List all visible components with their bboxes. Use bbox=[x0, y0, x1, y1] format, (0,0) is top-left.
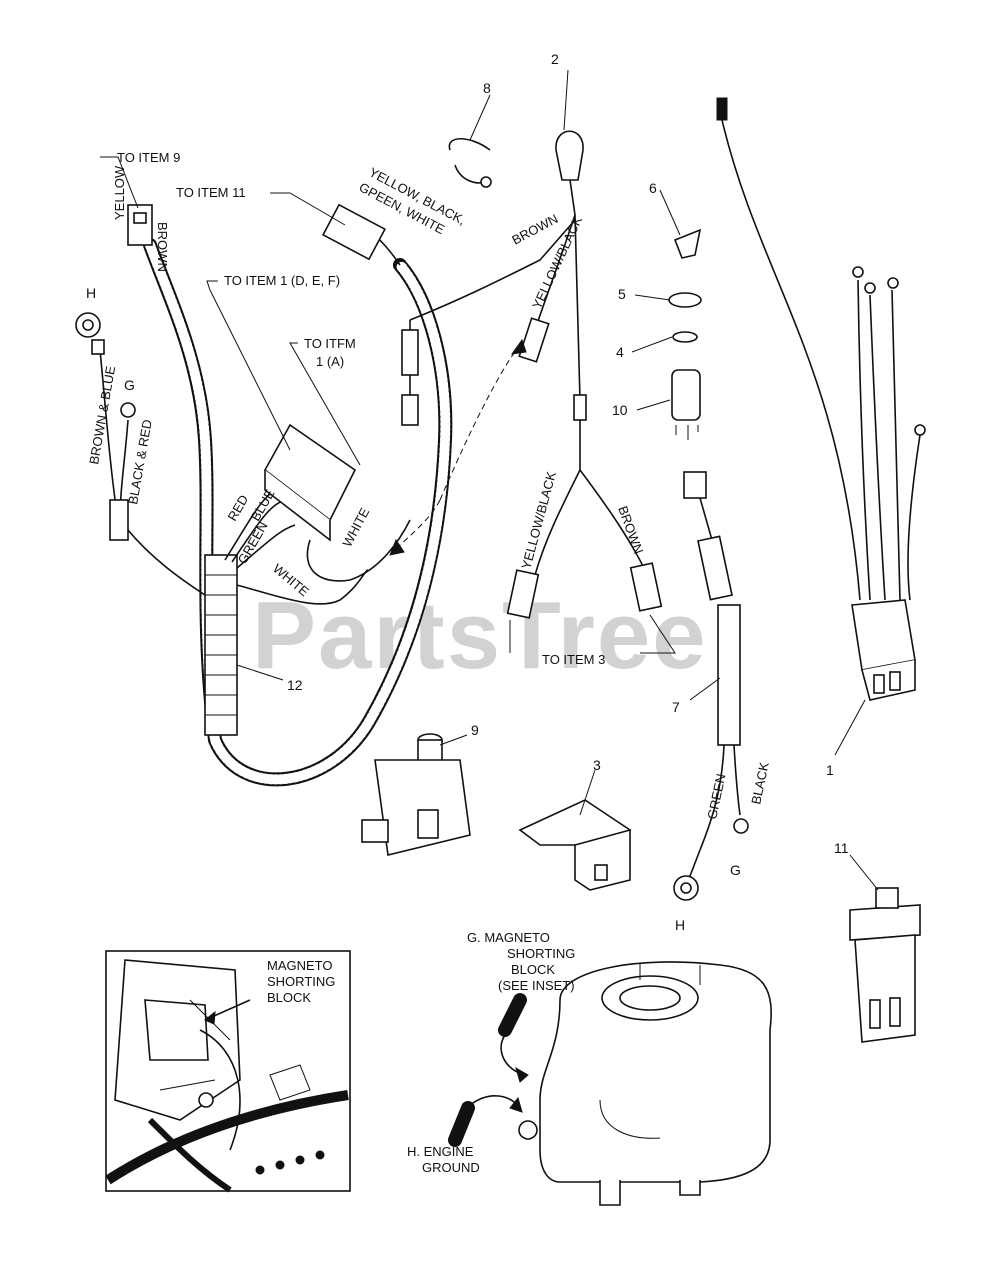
terminal-g-right: G bbox=[730, 862, 741, 878]
engine-labels: G. MAGNETO SHORTING BLOCK (SEE INSET) H.… bbox=[407, 930, 575, 1175]
wire-label-green-7: GREEN bbox=[704, 772, 728, 820]
ref-to-item-3: TO ITEM 3 bbox=[542, 652, 605, 667]
item-1-harness bbox=[716, 97, 926, 701]
inset-magneto-l1: MAGNETO bbox=[267, 958, 333, 973]
item-11-switch bbox=[849, 887, 921, 1043]
watermark: PartsTree bbox=[252, 582, 708, 689]
callout-6: 6 bbox=[649, 180, 657, 196]
ref-to-item-1a-line1: TO ITFM bbox=[304, 336, 356, 351]
reference-labels: TO ITEM 9 TO ITEM 11 TO ITEM 1 (D, E, F)… bbox=[117, 150, 605, 667]
engine-block bbox=[448, 961, 772, 1206]
wire-label-brown: BROWN bbox=[155, 222, 170, 272]
engine-g-l3: BLOCK bbox=[511, 962, 555, 977]
wire-label-blue: BLUE bbox=[248, 486, 278, 523]
callout-12: 12 bbox=[287, 677, 303, 693]
inset-magneto-view bbox=[105, 950, 351, 1193]
wire-label-white-1: WHITE bbox=[339, 505, 372, 549]
inset-magneto-l2: SHORTING bbox=[267, 974, 335, 989]
inset-labels: MAGNETO SHORTING BLOCK bbox=[267, 958, 335, 1005]
wire-label-black-red: BLACK & RED bbox=[125, 418, 155, 505]
ignition-key-stack bbox=[668, 228, 702, 440]
callout-10: 10 bbox=[612, 402, 628, 418]
item-8-clip bbox=[448, 138, 492, 188]
terminal-h-right: H bbox=[675, 917, 685, 933]
wire-label-brown-low: BROWN bbox=[615, 504, 646, 556]
item-3-bracket bbox=[518, 799, 632, 891]
wire-harness-12 bbox=[75, 203, 576, 787]
terminal-labels: H G G H bbox=[86, 285, 741, 933]
wire-label-brown-top: BROWN bbox=[509, 211, 560, 248]
wire-label-green: GREEN bbox=[235, 519, 271, 567]
callout-3: 3 bbox=[593, 757, 601, 773]
wire-label-red: RED bbox=[225, 492, 252, 523]
ref-to-item-9: TO ITEM 9 bbox=[117, 150, 180, 165]
terminal-h-left: H bbox=[86, 285, 96, 301]
callout-9: 9 bbox=[471, 722, 479, 738]
callout-4: 4 bbox=[616, 344, 624, 360]
engine-g-l2: SHORTING bbox=[507, 946, 575, 961]
ref-to-item-1-def: TO ITEM 1 (D, E, F) bbox=[224, 273, 340, 288]
ref-to-item-11: TO ITEM 11 bbox=[176, 185, 246, 200]
callout-2: 2 bbox=[551, 51, 559, 67]
wire-label-black-7: BLACK bbox=[748, 760, 772, 805]
terminal-g-left: G bbox=[124, 377, 135, 393]
callout-1: 1 bbox=[826, 762, 834, 778]
callout-11: 11 bbox=[834, 840, 849, 856]
engine-h-l2: GROUND bbox=[422, 1160, 480, 1175]
wire-color-labels: YELLOW BROWN YELLOW, BLACK, GPEEN, WHITE… bbox=[86, 164, 772, 820]
wire-label-yellow: YELLOW bbox=[112, 165, 127, 220]
callout-8: 8 bbox=[483, 80, 491, 96]
inset-magneto-l3: BLOCK bbox=[267, 990, 311, 1005]
engine-g-l4: (SEE INSET) bbox=[498, 978, 575, 993]
wire-label-brown-blue: BROWN & BLUE bbox=[86, 364, 118, 465]
item-2-ring-harness bbox=[506, 130, 663, 619]
wire-label-yellow-black-low: YELLOW/BLACK bbox=[518, 470, 559, 571]
callout-numbers: 1 2 3 4 5 6 7 8 9 10 11 12 bbox=[287, 51, 849, 856]
item-7-lead bbox=[673, 471, 749, 901]
engine-h-l1: H. ENGINE bbox=[407, 1144, 474, 1159]
ref-to-item-1a-line2: 1 (A) bbox=[316, 354, 344, 369]
leader-lines bbox=[100, 69, 879, 891]
callout-7: 7 bbox=[672, 699, 680, 715]
engine-g-l1: G. MAGNETO bbox=[467, 930, 550, 945]
callout-5: 5 bbox=[618, 286, 626, 302]
item-9-switch bbox=[361, 733, 471, 856]
